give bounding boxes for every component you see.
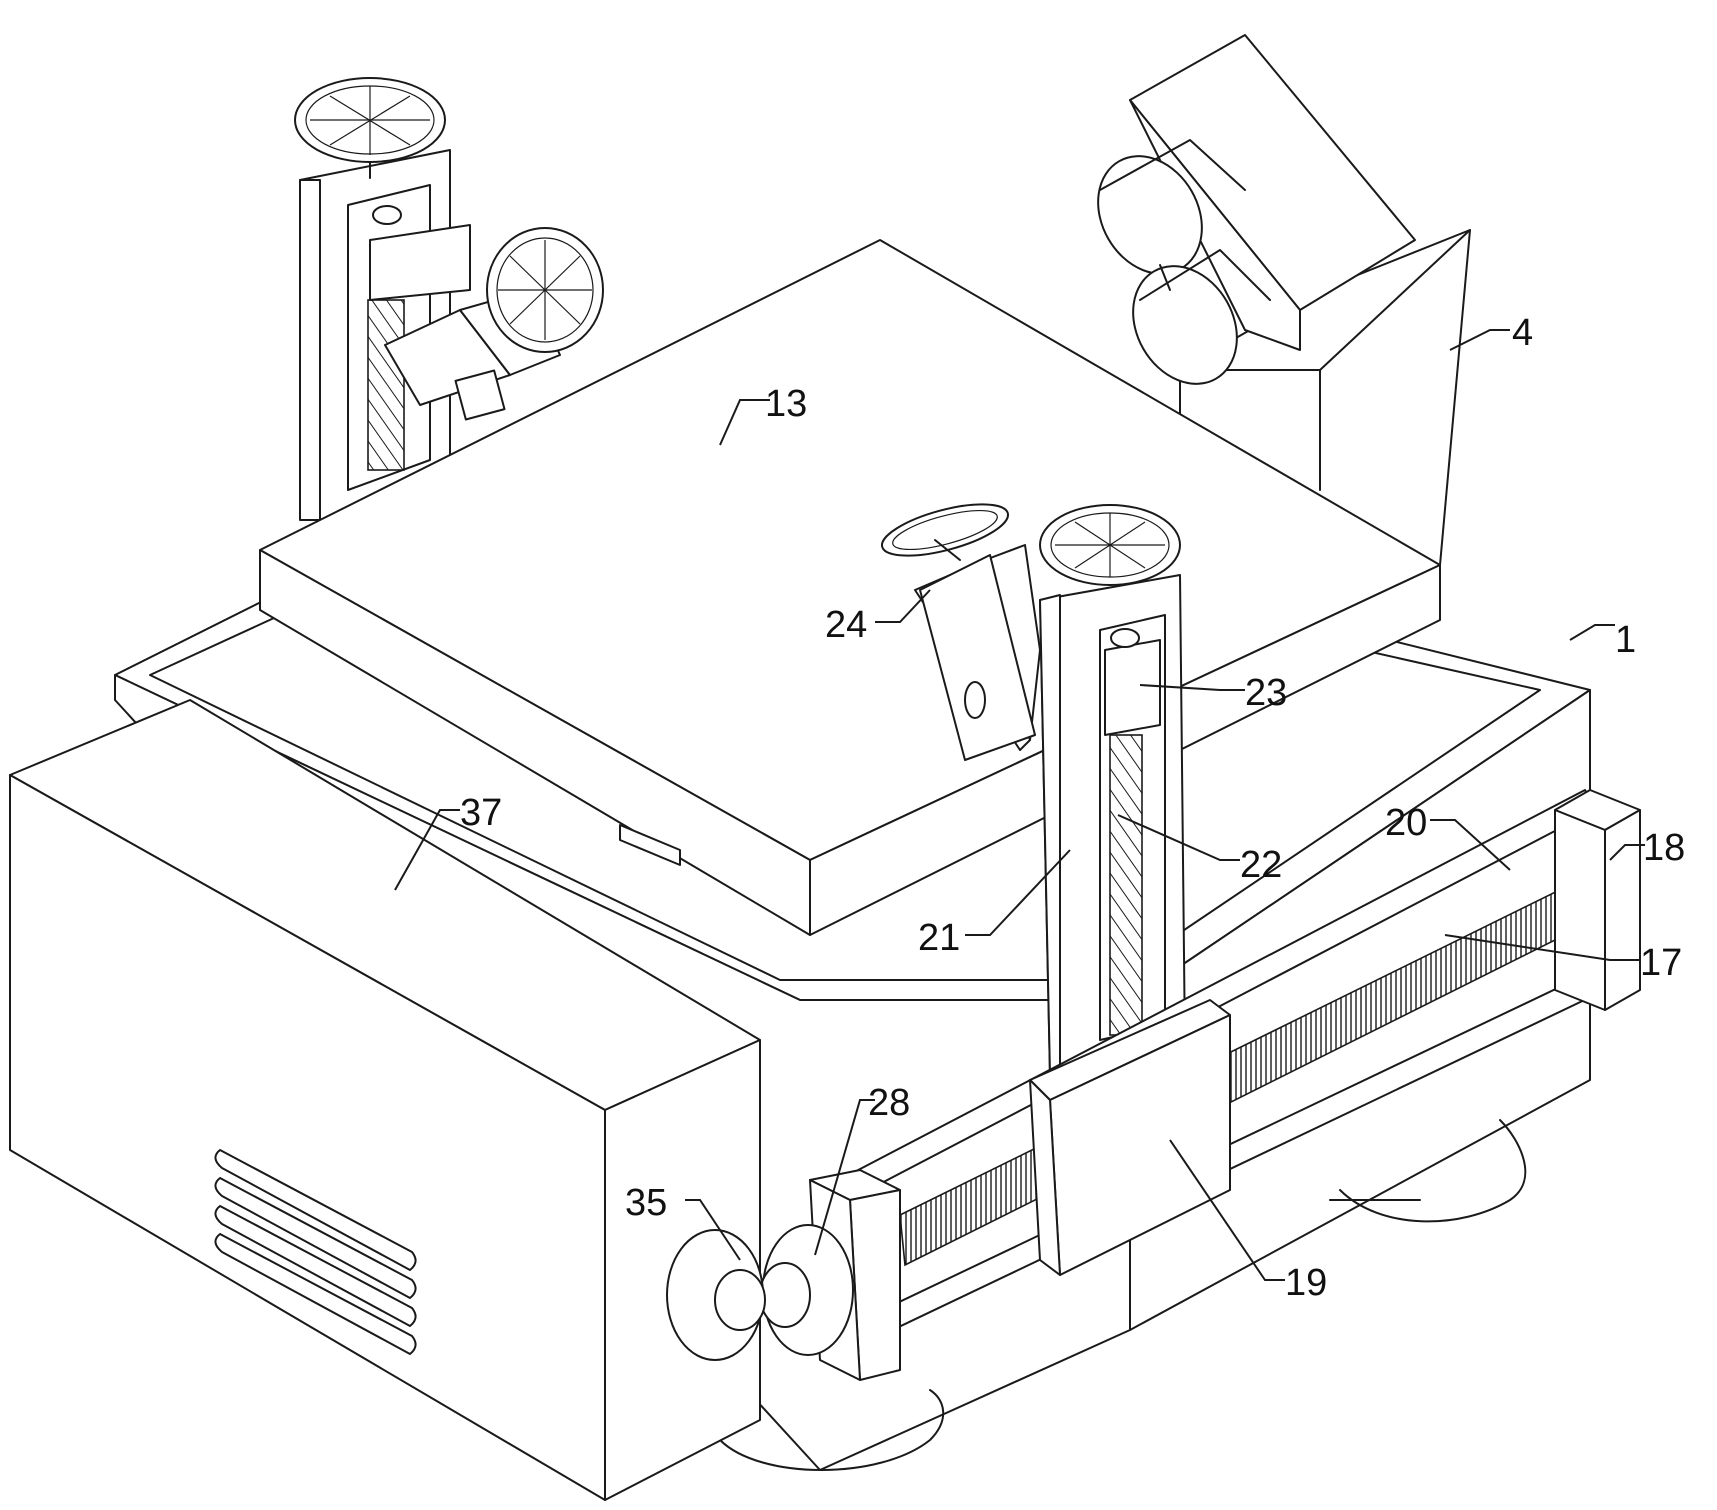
label-37: 37 (460, 792, 502, 834)
leader-lines (394, 329, 1645, 1281)
motor-icon (1097, 139, 1271, 385)
label-24: 24 (825, 604, 867, 646)
label-13: 13 (765, 383, 807, 425)
slide-block-23 (1104, 639, 1161, 736)
label-22: 22 (1240, 844, 1282, 886)
handwheel-icon (486, 227, 604, 353)
handwheel-icon (1039, 504, 1181, 586)
lead-screw-icon (1109, 734, 1143, 1036)
label-18: 18 (1643, 827, 1685, 869)
disc-35 (666, 1229, 766, 1361)
label-4: 4 (1512, 312, 1533, 354)
label-20: 20 (1385, 802, 1427, 844)
slider-block-19 (1029, 999, 1231, 1276)
end-bracket-18 (1554, 789, 1641, 1011)
label-1: 1 (1615, 619, 1636, 661)
label-21: 21 (918, 917, 960, 959)
label-35: 35 (625, 1182, 667, 1224)
handwheel-icon (294, 77, 446, 179)
label-19: 19 (1285, 1262, 1327, 1304)
rear-left-lift-column (294, 77, 604, 521)
label-17: 17 (1640, 942, 1682, 984)
label-28: 28 (868, 1082, 910, 1124)
lead-screw-icon (367, 299, 405, 471)
vent-slots-icon (214, 1149, 417, 1355)
label-23: 23 (1245, 672, 1287, 714)
handwheel-icon (881, 503, 1009, 561)
angled-assembly-24 (881, 503, 1041, 761)
reference-labels: 1 4 13 17 18 19 20 21 22 23 24 28 35 37 (460, 312, 1685, 1304)
